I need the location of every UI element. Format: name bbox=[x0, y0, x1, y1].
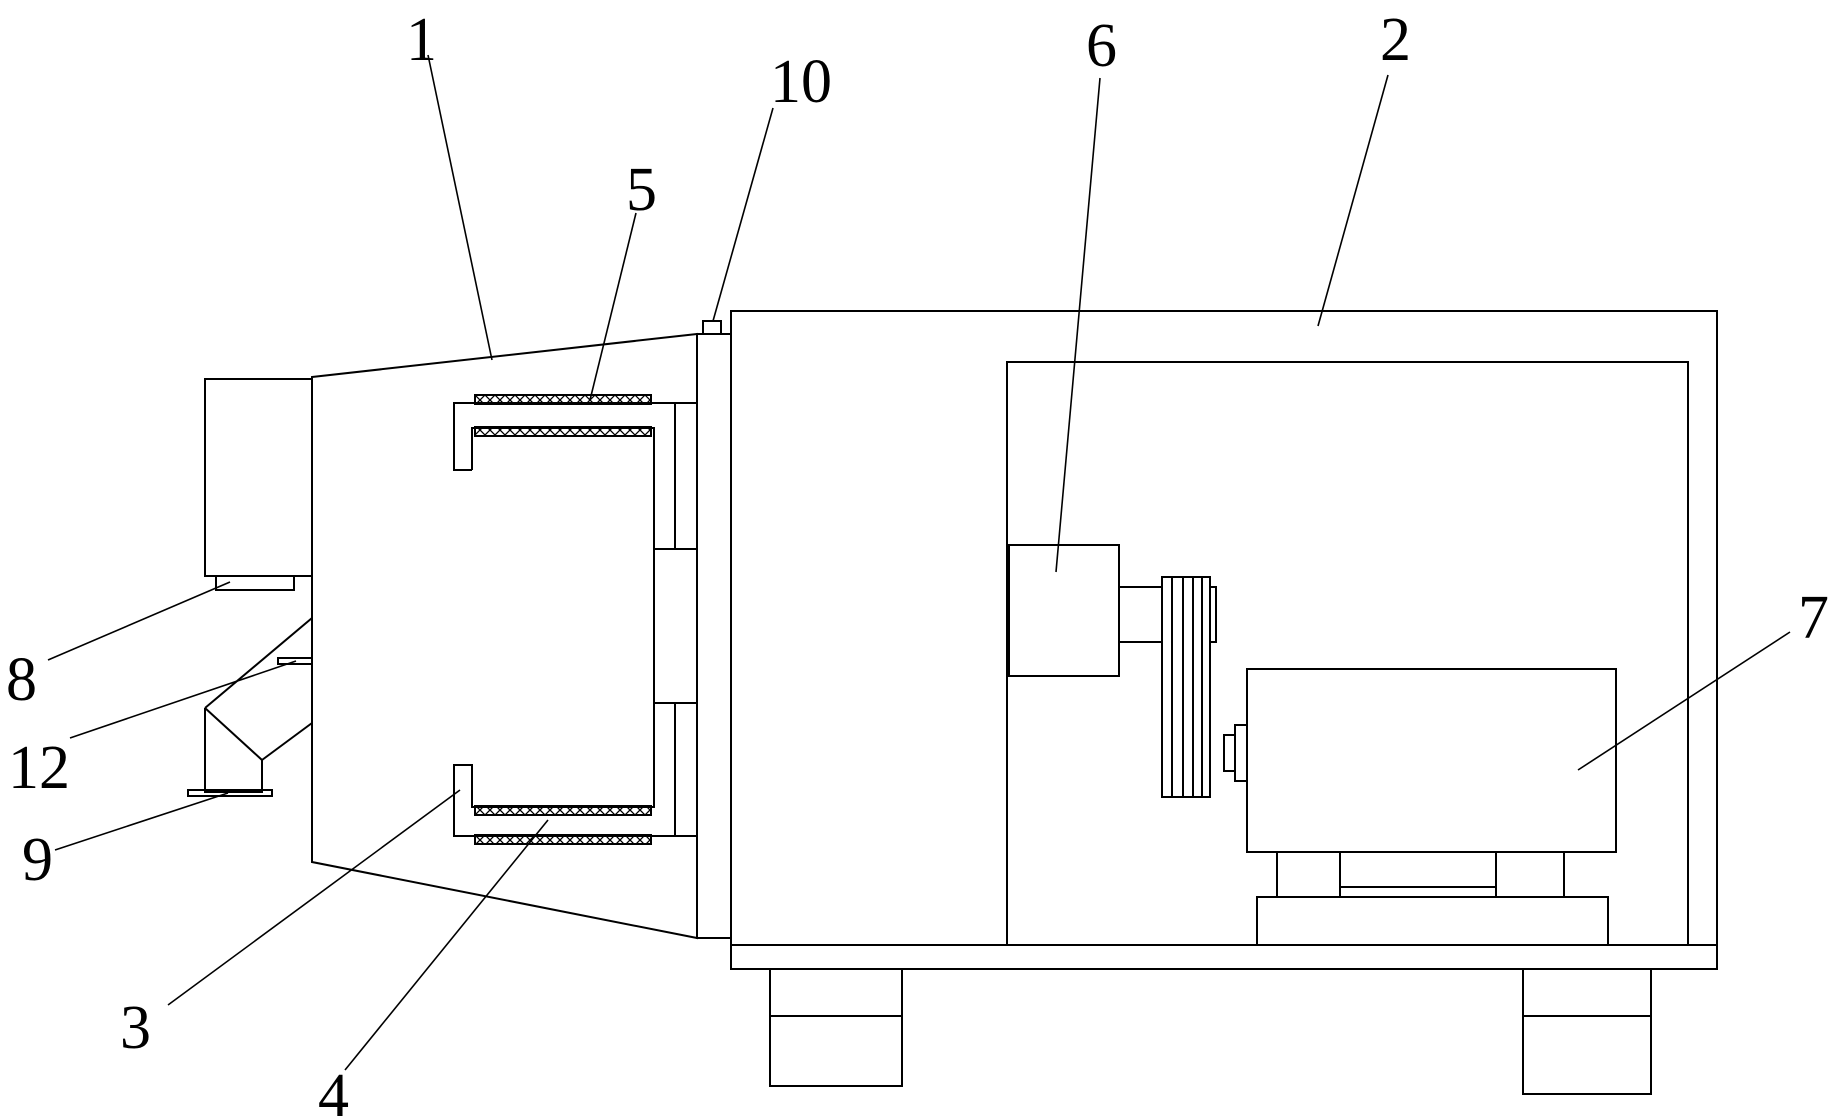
leader-6 bbox=[1055, 77, 1101, 573]
label-5: 5 bbox=[626, 156, 657, 224]
connecting-flange bbox=[696, 320, 732, 939]
cabinet-feet bbox=[769, 968, 1652, 1095]
pad-top-5a bbox=[474, 394, 652, 405]
leader-4 bbox=[344, 819, 549, 1071]
leader-3 bbox=[167, 789, 461, 1006]
hatched-pads bbox=[474, 394, 652, 845]
block-6 bbox=[1008, 544, 1163, 677]
pad-bottom-4a bbox=[474, 805, 652, 816]
discharge-hopper bbox=[187, 617, 313, 797]
leader-8 bbox=[47, 581, 231, 661]
leader-5 bbox=[589, 212, 637, 401]
label-6: 6 bbox=[1086, 12, 1117, 80]
label-7: 7 bbox=[1798, 584, 1829, 652]
label-1: 1 bbox=[406, 6, 437, 74]
label-9: 9 bbox=[22, 826, 53, 894]
leader-2 bbox=[1317, 74, 1389, 327]
rod-12 bbox=[277, 657, 313, 665]
label-2: 2 bbox=[1380, 6, 1411, 74]
discharge-plate-9 bbox=[187, 789, 273, 797]
internal-bracket bbox=[453, 402, 698, 837]
leader-1 bbox=[427, 54, 493, 361]
leader-lines bbox=[47, 54, 1791, 1071]
label-12: 12 bbox=[8, 734, 70, 802]
label-8: 8 bbox=[6, 646, 37, 714]
leader-12 bbox=[69, 660, 297, 739]
pad-bottom-4b bbox=[474, 834, 652, 845]
label-3: 3 bbox=[120, 994, 151, 1062]
label-4: 4 bbox=[318, 1062, 349, 1120]
leader-7 bbox=[1577, 631, 1791, 771]
part-labels: 1 2 3 4 5 6 7 8 9 10 12 bbox=[6, 6, 1829, 1120]
inner-housing bbox=[1006, 361, 1689, 946]
outlet-8 bbox=[215, 575, 295, 591]
tapered-hood bbox=[311, 332, 698, 940]
leader-10 bbox=[712, 107, 774, 322]
pad-top-5b bbox=[474, 426, 652, 437]
motor-7 bbox=[1223, 668, 1617, 946]
sensor-10 bbox=[702, 320, 722, 335]
pulley bbox=[1161, 576, 1217, 798]
label-10: 10 bbox=[770, 48, 832, 116]
main-cabinet bbox=[730, 310, 1718, 970]
top-box bbox=[204, 378, 313, 591]
leader-9 bbox=[54, 792, 229, 851]
